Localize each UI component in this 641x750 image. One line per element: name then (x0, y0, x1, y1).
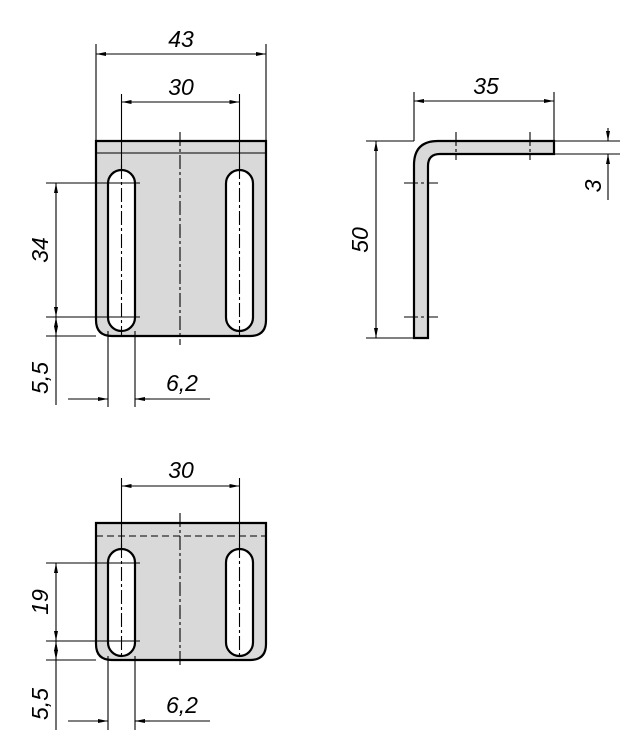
dim-bottom-offset-small-label: 5,5 (27, 688, 53, 720)
dim-slot-width-label: 6,2 (166, 370, 198, 396)
dim-slot-length-small-label: 19 (27, 589, 53, 615)
dim-leg-label: 35 (473, 73, 499, 99)
dim-thickness-label: 3 (580, 179, 606, 192)
plate-outline-small (94, 521, 268, 662)
front-view-large: 43 30 34 5,5 6,2 (27, 26, 268, 407)
dim-height-label: 50 (347, 227, 373, 253)
plate-outline (94, 139, 268, 338)
dim-slot-spacing-small-label: 30 (168, 457, 194, 483)
front-view-small: 30 19 5,5 6,2 (27, 457, 268, 730)
side-view: 35 50 3 (347, 73, 620, 340)
dim-bottom-offset-label: 5,5 (27, 362, 53, 394)
dim-slot-width-small-label: 6,2 (166, 692, 198, 718)
bracket-profile (412, 139, 556, 340)
dim-width-label: 43 (168, 26, 194, 52)
dim-slot-length-label: 34 (27, 237, 53, 263)
dim-slot-spacing-label: 30 (168, 74, 194, 100)
